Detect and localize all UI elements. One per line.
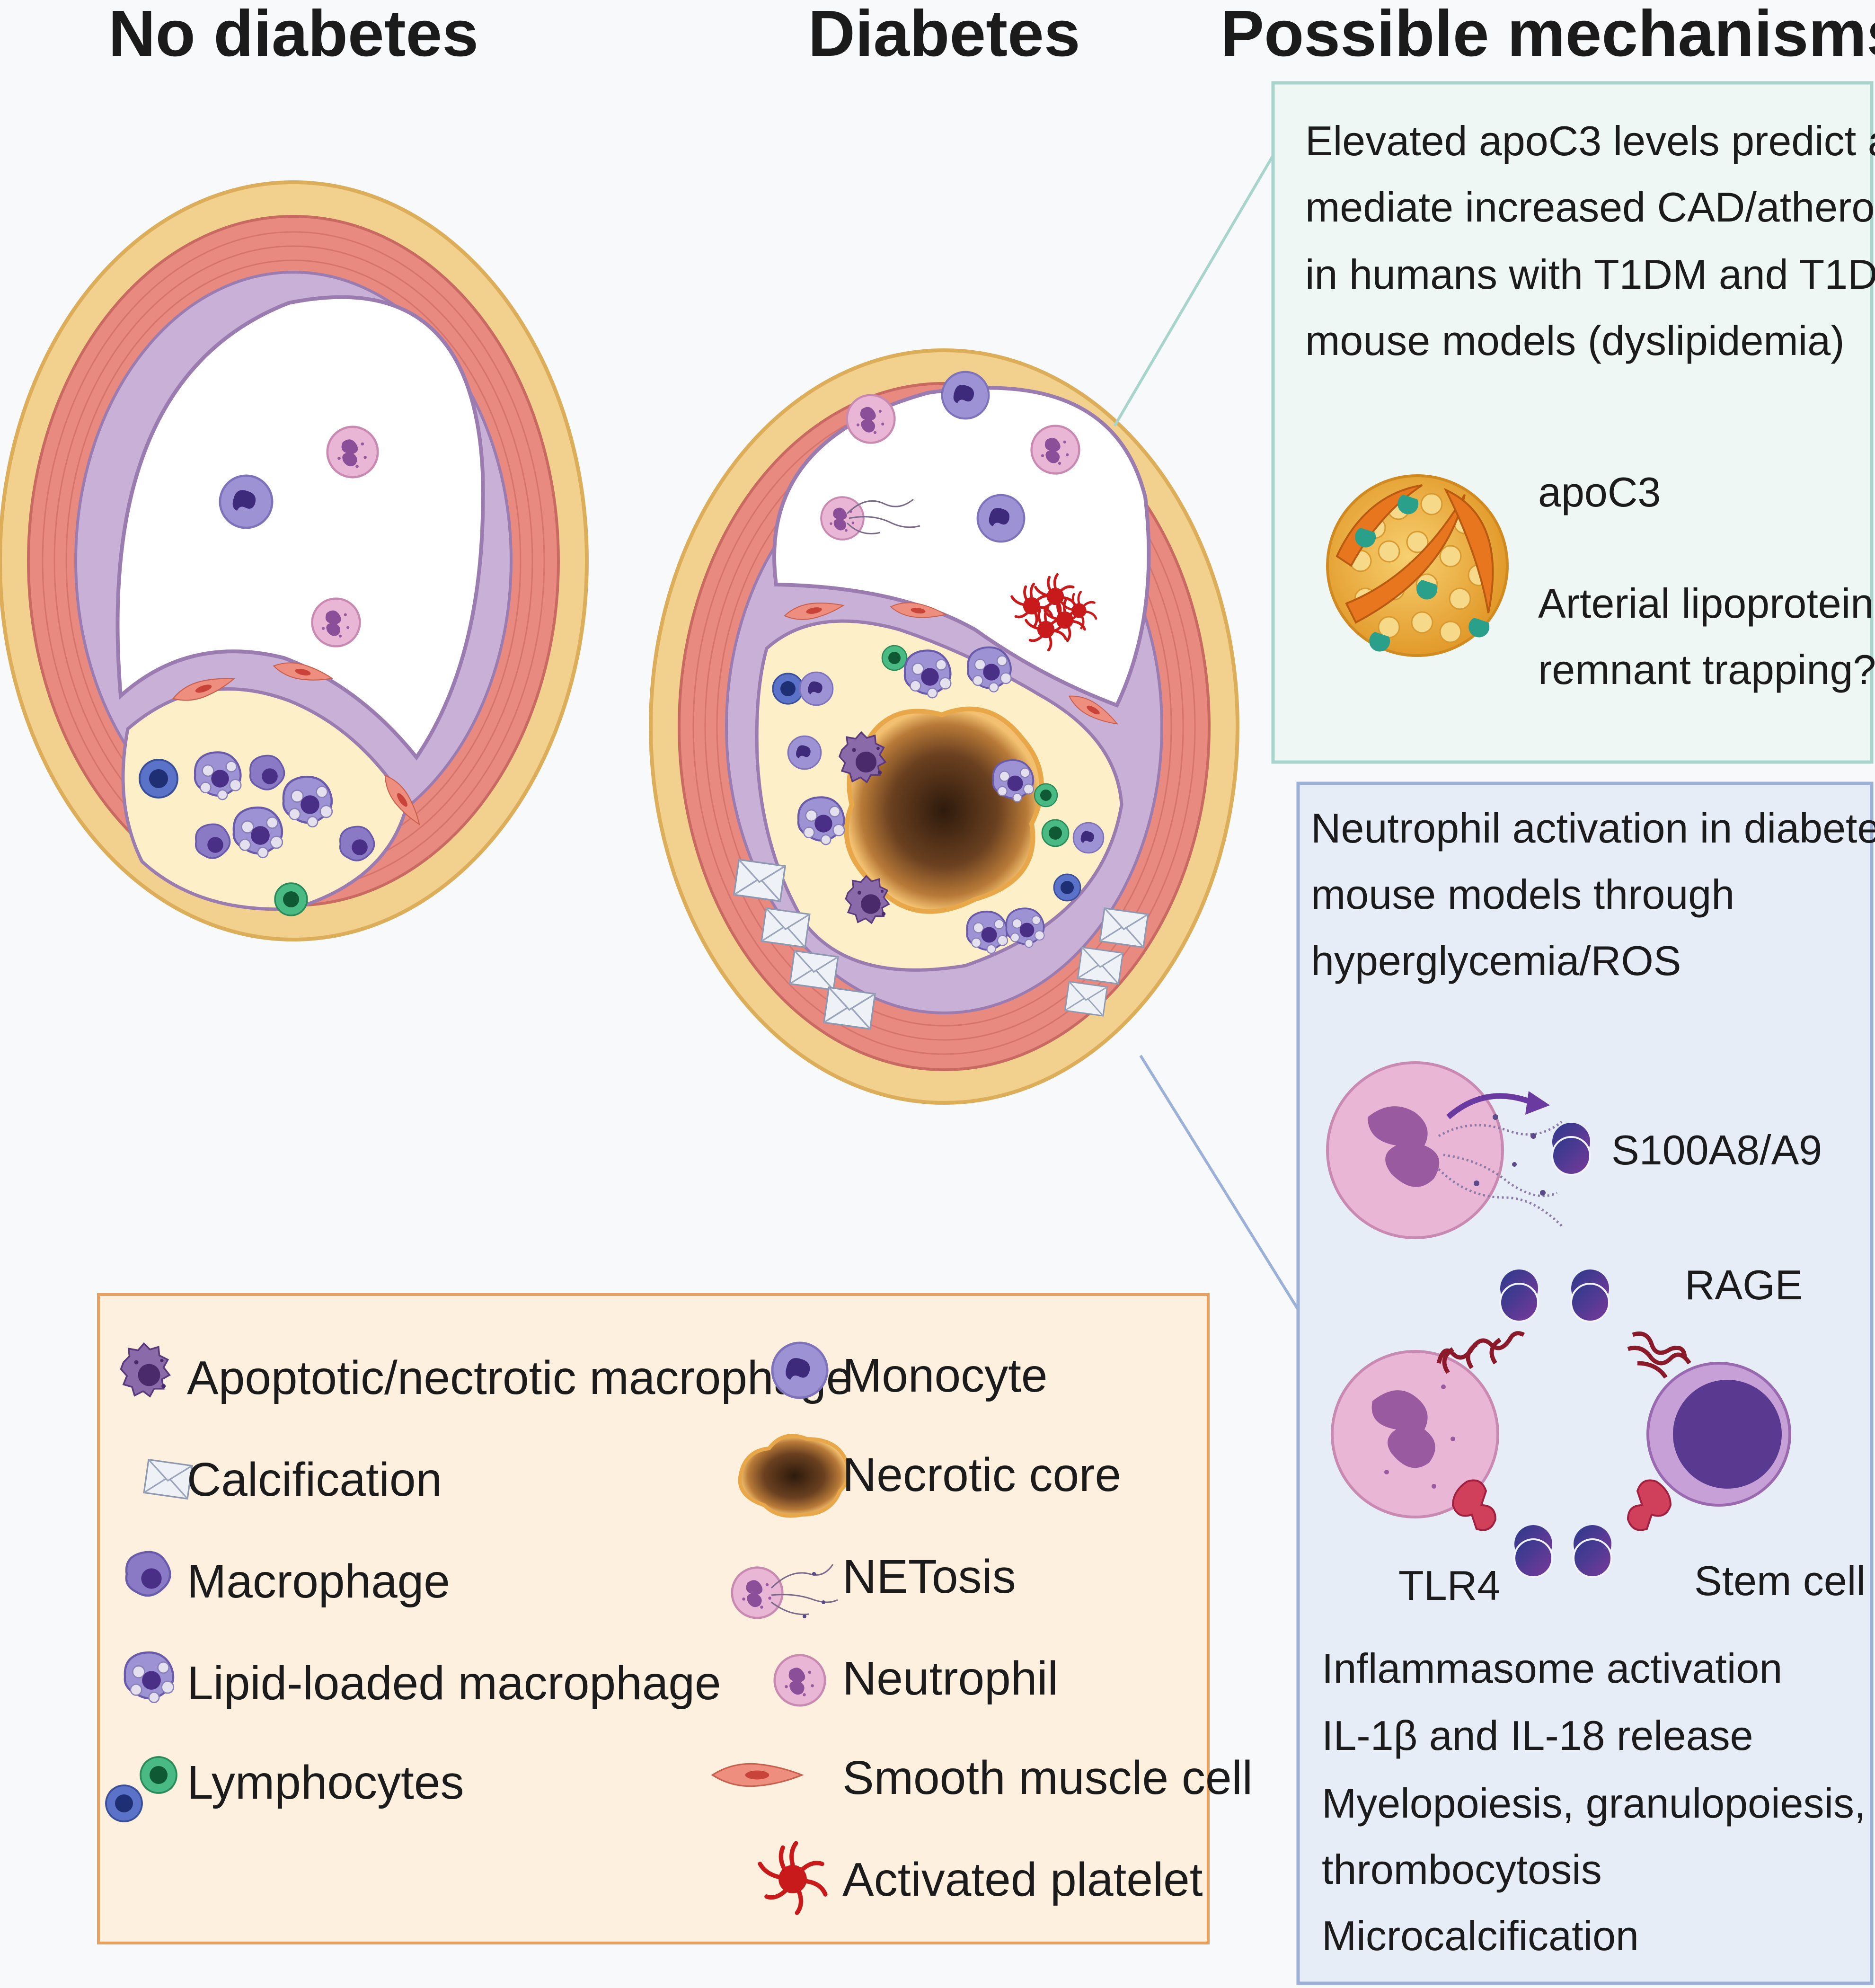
tlr4-label: TLR4	[1398, 1562, 1500, 1609]
netosis-cell	[821, 497, 920, 540]
legend-lymphocyte-blue-icon	[105, 1784, 143, 1822]
legend-calcification-label: Calcification	[187, 1453, 442, 1506]
outcome-2: IL-1β and IL-18 release	[1322, 1712, 1753, 1759]
legend-necrotic-core-icon	[738, 1434, 850, 1518]
outcome-3: Myelopoiesis, granulopoiesis,	[1322, 1780, 1866, 1827]
box1-line-2: mediate increased CAD/atheroclerosis	[1305, 184, 1875, 231]
monocyte	[787, 735, 822, 770]
legend-monocyte-label: Monocyte	[842, 1349, 1048, 1402]
monocyte	[220, 476, 272, 528]
neutrophil	[847, 395, 895, 443]
neutrophil	[327, 427, 378, 477]
legend-apoptotic-label: Apoptotic/nectrotic macrophage	[187, 1351, 852, 1404]
calcification	[733, 859, 786, 902]
apoc3-label: apoC3	[1538, 469, 1661, 515]
s100-protein-icon	[1573, 1524, 1612, 1578]
legend-neutrophil-label: Neutrophil	[842, 1652, 1058, 1705]
legend-lymphocyte-green-icon	[140, 1756, 177, 1794]
stem-cell-label: Stem cell	[1694, 1557, 1866, 1604]
calcification	[1099, 907, 1149, 948]
legend-platelet-label: Activated platelet	[842, 1853, 1203, 1906]
box2-line-1: Neutrophil activation in diabetes	[1311, 805, 1875, 852]
mechanism-box-apoc3: Elevated apoC3 levels predict and mediat…	[1271, 81, 1875, 764]
artery-no-diabetes	[0, 180, 589, 941]
s100-protein-icon	[1570, 1269, 1610, 1322]
rage-receptor-icon	[1436, 1331, 1691, 1379]
s100-label: S100A8/A9	[1611, 1127, 1822, 1173]
macrophage	[195, 823, 231, 859]
s100-protein-icon	[1499, 1269, 1539, 1322]
rage-label: RAGE	[1685, 1261, 1803, 1308]
artery-diabetes	[649, 348, 1239, 1105]
title-possible-mechanisms: Possible mechanisms	[1221, 0, 1875, 70]
box1-line-3: in humans with T1DM and T1DM	[1305, 251, 1875, 298]
legend-lymphocytes-label: Lymphocytes	[187, 1756, 464, 1809]
neutrophil	[312, 599, 360, 647]
trapping-line-1: Arterial lipoprotein	[1538, 580, 1874, 627]
s100-protein-icon	[1513, 1524, 1553, 1578]
legend: Apoptotic/nectrotic macrophage Calcifica…	[97, 1293, 1253, 1944]
neutrophil	[1032, 426, 1079, 474]
legend-smooth-muscle-label: Smooth muscle cell	[842, 1751, 1253, 1804]
calcification	[823, 986, 876, 1030]
trapping-line-2: remnant trapping?	[1538, 646, 1875, 693]
tlr4-receptor-icon	[1451, 1479, 1672, 1531]
plaque	[121, 687, 409, 911]
stem-cell	[1646, 1362, 1791, 1507]
legend-macrophage-icon	[126, 1552, 170, 1596]
lymphocyte	[772, 673, 804, 705]
outcome-1: Inflammasome activation	[1322, 1645, 1782, 1692]
box1-line-1: Elevated apoC3 levels predict and	[1305, 117, 1875, 164]
monocyte	[978, 495, 1025, 542]
box2-line-3: hyperglycemia/ROS	[1311, 937, 1681, 984]
outcome-5: Microcalcification	[1322, 1912, 1639, 1959]
box1-line-4: mouse models (dyslipidemia)	[1305, 317, 1845, 364]
legend-monocyte-icon	[772, 1343, 827, 1398]
lymphocyte	[274, 882, 308, 916]
box2-line-2: mouse models through	[1311, 871, 1734, 918]
necrotic-core	[844, 706, 1044, 914]
calcification	[1077, 946, 1124, 985]
title-no-diabetes: No diabetes	[108, 0, 478, 70]
monocyte	[942, 372, 989, 419]
outcome-4: thrombocytosis	[1322, 1846, 1602, 1893]
legend-neutrophil-icon	[775, 1655, 825, 1705]
lipoprotein-particle	[1326, 474, 1509, 657]
mechanism-box-neutrophil: Neutrophil activation in diabetes mouse …	[1296, 781, 1875, 1985]
lymphocyte	[1053, 873, 1081, 902]
connector-line-box1	[1113, 151, 1277, 427]
title-diabetes: Diabetes	[808, 0, 1080, 70]
calcification	[789, 950, 839, 991]
lymphocyte	[1034, 783, 1058, 808]
lymphocyte	[881, 645, 908, 671]
s100-protein-icon	[1551, 1122, 1591, 1176]
macrophage	[249, 754, 285, 790]
lymphocyte	[1041, 819, 1070, 847]
legend-netosis-icon	[732, 1564, 838, 1618]
legend-necrotic-core-label: Necrotic core	[842, 1448, 1121, 1501]
connector-line-box2	[1139, 1055, 1300, 1312]
neutrophil-target	[1331, 1350, 1499, 1518]
release-arrow	[1446, 1093, 1535, 1119]
legend-netosis-label: NETosis	[842, 1550, 1016, 1603]
calcification	[1064, 981, 1108, 1017]
monocyte	[1072, 822, 1105, 854]
lumen	[115, 295, 485, 761]
macrophage	[339, 825, 375, 861]
calcification	[761, 907, 811, 948]
monocyte	[799, 671, 834, 706]
legend-macrophage-label: Macrophage	[187, 1555, 450, 1608]
arrow-head-icon	[1525, 1091, 1550, 1115]
lymphocyte	[139, 759, 178, 799]
legend-lipid-macrophage-label: Lipid-loaded macrophage	[187, 1657, 721, 1710]
legend-calcification-icon	[143, 1459, 193, 1500]
